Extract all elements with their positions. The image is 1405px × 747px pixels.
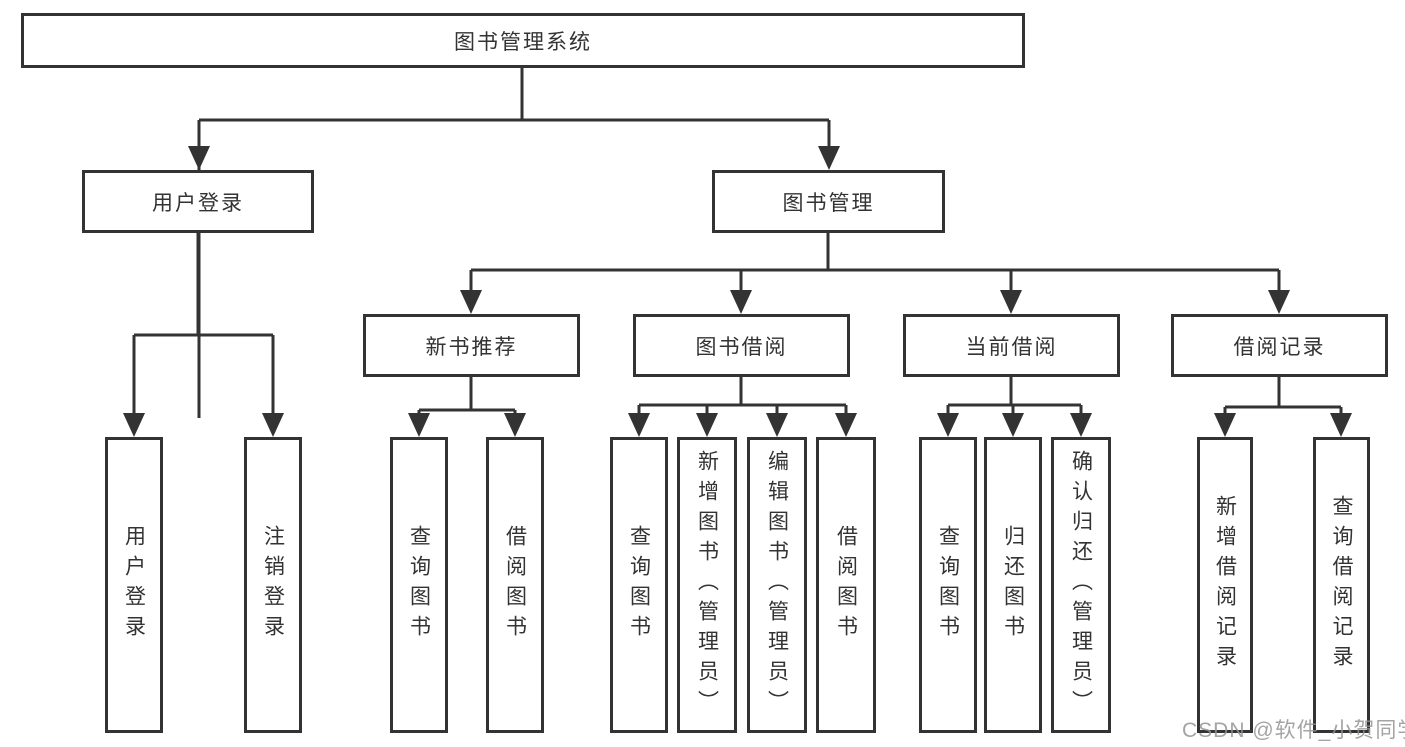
node-new-book-recommend: 新书推荐 [363, 314, 580, 377]
node-book-borrowing: 图书借阅 [633, 314, 850, 377]
leaf-add-books-admin: 新增图书（管理员） [677, 437, 737, 733]
csdn-watermark: CSDN @软件_小贺同学 [1182, 719, 1405, 742]
leaf-borrow-books-recommend: 借阅图书 [486, 437, 544, 733]
node-root-system: 图书管理系统 [21, 13, 1025, 68]
leaf-query-books-borrowing: 查询图书 [610, 437, 668, 733]
leaf-query-borrow-record: 查询借阅记录 [1313, 437, 1370, 733]
node-book-management: 图书管理 [712, 170, 945, 233]
leaf-user-login: 用户登录 [105, 437, 163, 733]
leaf-add-borrow-record: 新增借阅记录 [1197, 437, 1253, 733]
leaf-edit-books-admin: 编辑图书（管理员） [747, 437, 807, 733]
leaf-borrow-books: 借阅图书 [816, 437, 876, 733]
leaf-confirm-return-admin: 确认归还（管理员） [1051, 437, 1111, 733]
node-borrowing-records: 借阅记录 [1171, 314, 1388, 377]
leaf-logout: 注销登录 [244, 437, 302, 733]
arrowheads [123, 146, 1352, 437]
node-current-borrowing: 当前借阅 [903, 314, 1120, 377]
leaf-query-books-current: 查询图书 [919, 437, 977, 733]
leaf-query-books-recommend: 查询图书 [390, 437, 448, 733]
leaf-return-books: 归还图书 [984, 437, 1042, 733]
node-user-login: 用户登录 [82, 170, 314, 233]
